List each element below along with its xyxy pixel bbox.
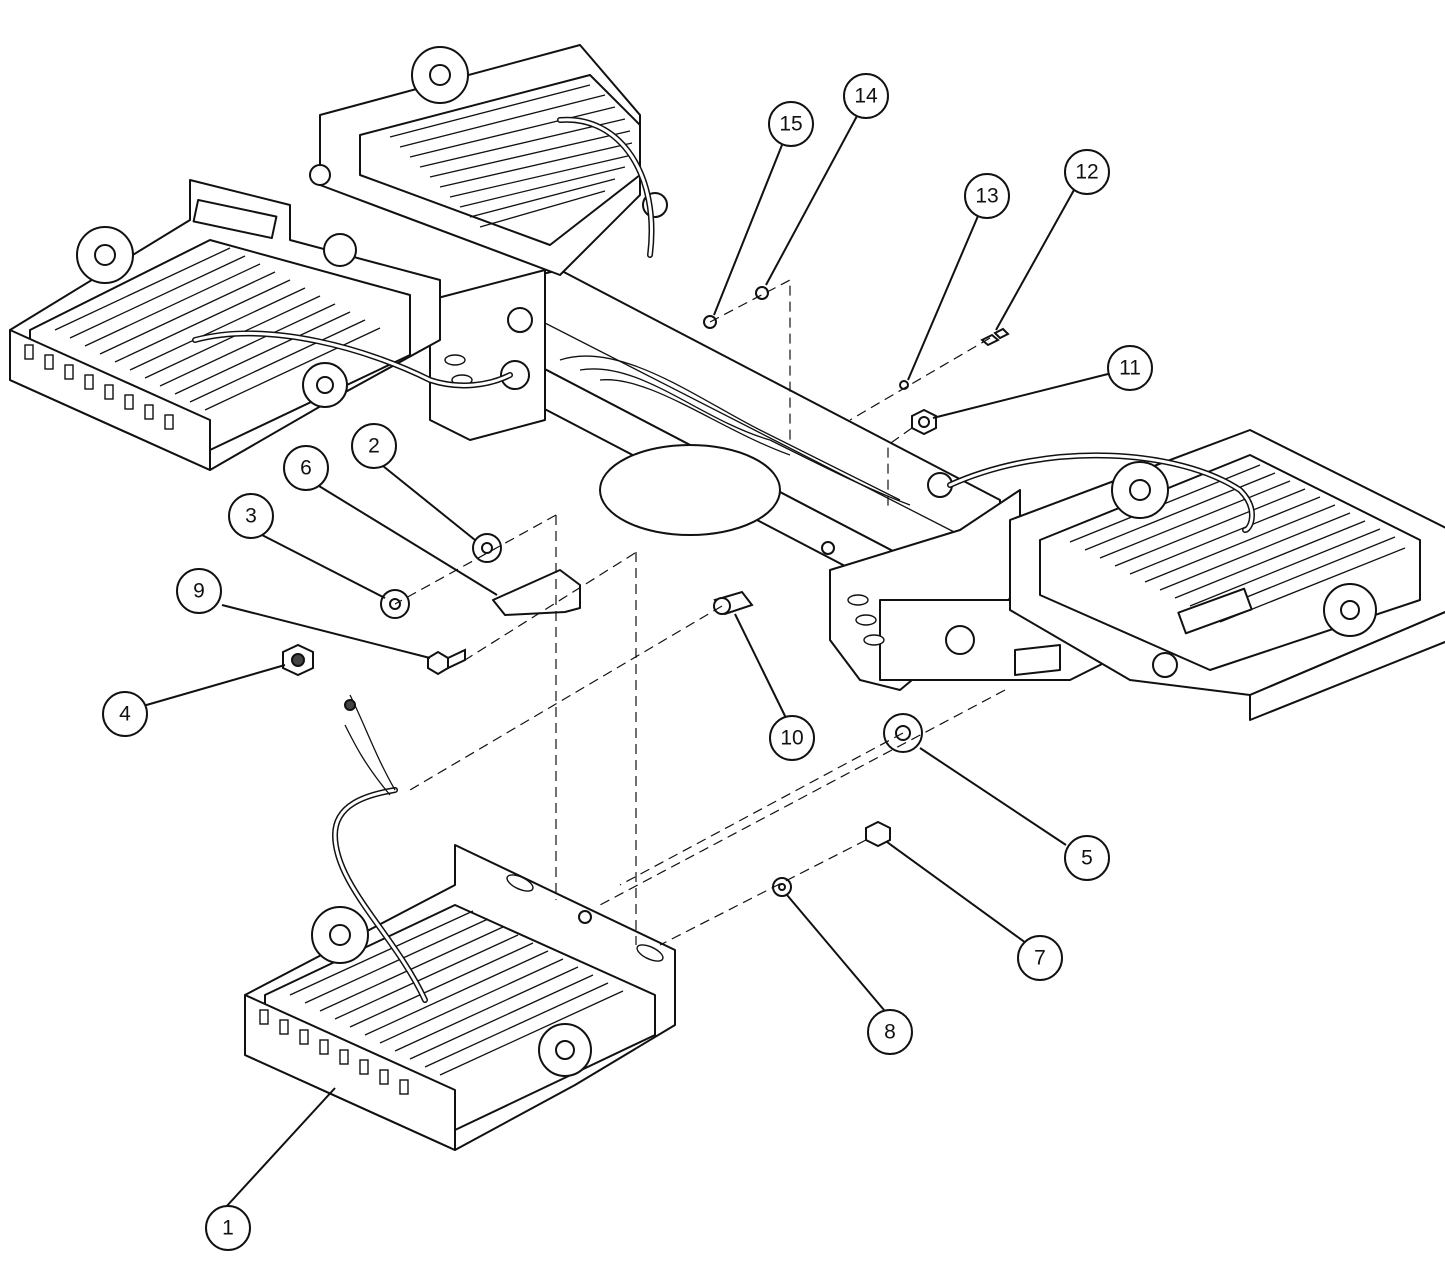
leader-lines [142,115,1109,1209]
callout-11-label: 11 [1119,357,1141,380]
callout-3: 3 [228,493,274,539]
callout-15-label: 15 [779,113,802,136]
callout-4: 4 [102,691,148,737]
callout-4-label: 4 [119,703,131,726]
callout-10: 10 [769,715,815,761]
callout-9-label: 9 [193,580,205,603]
callouts: 1 2 3 4 5 6 7 8 [102,73,1153,1251]
callout-15: 15 [768,101,814,147]
callout-9: 9 [176,568,222,614]
callout-12: 12 [1064,149,1110,195]
fixture-left [9,179,513,471]
callout-8: 8 [867,1009,913,1055]
fixture-top [309,44,668,276]
callout-8-label: 8 [884,1021,896,1044]
callout-14-label: 14 [854,85,878,108]
callout-2-label: 2 [368,435,380,458]
callout-5-label: 5 [1081,847,1093,870]
callout-6-label: 6 [300,457,312,480]
callout-7: 7 [1017,935,1063,981]
callout-7-label: 7 [1034,947,1046,970]
callout-3-label: 3 [245,505,257,528]
callout-1: 1 [205,1205,251,1251]
callout-11: 11 [1107,345,1153,391]
callout-2: 2 [351,423,397,469]
callout-6: 6 [283,445,329,491]
main-frame [429,269,1111,691]
callout-10-label: 10 [780,727,803,750]
assembly-lines [394,279,1006,946]
callout-12-label: 12 [1075,161,1098,184]
callout-14: 14 [843,73,889,119]
callout-13-label: 13 [975,185,998,208]
callout-1-label: 1 [222,1217,234,1240]
fixture-right [947,429,1445,721]
callout-5: 5 [1064,835,1110,881]
fixture-bottom [244,694,676,1151]
callout-13: 13 [964,173,1010,219]
